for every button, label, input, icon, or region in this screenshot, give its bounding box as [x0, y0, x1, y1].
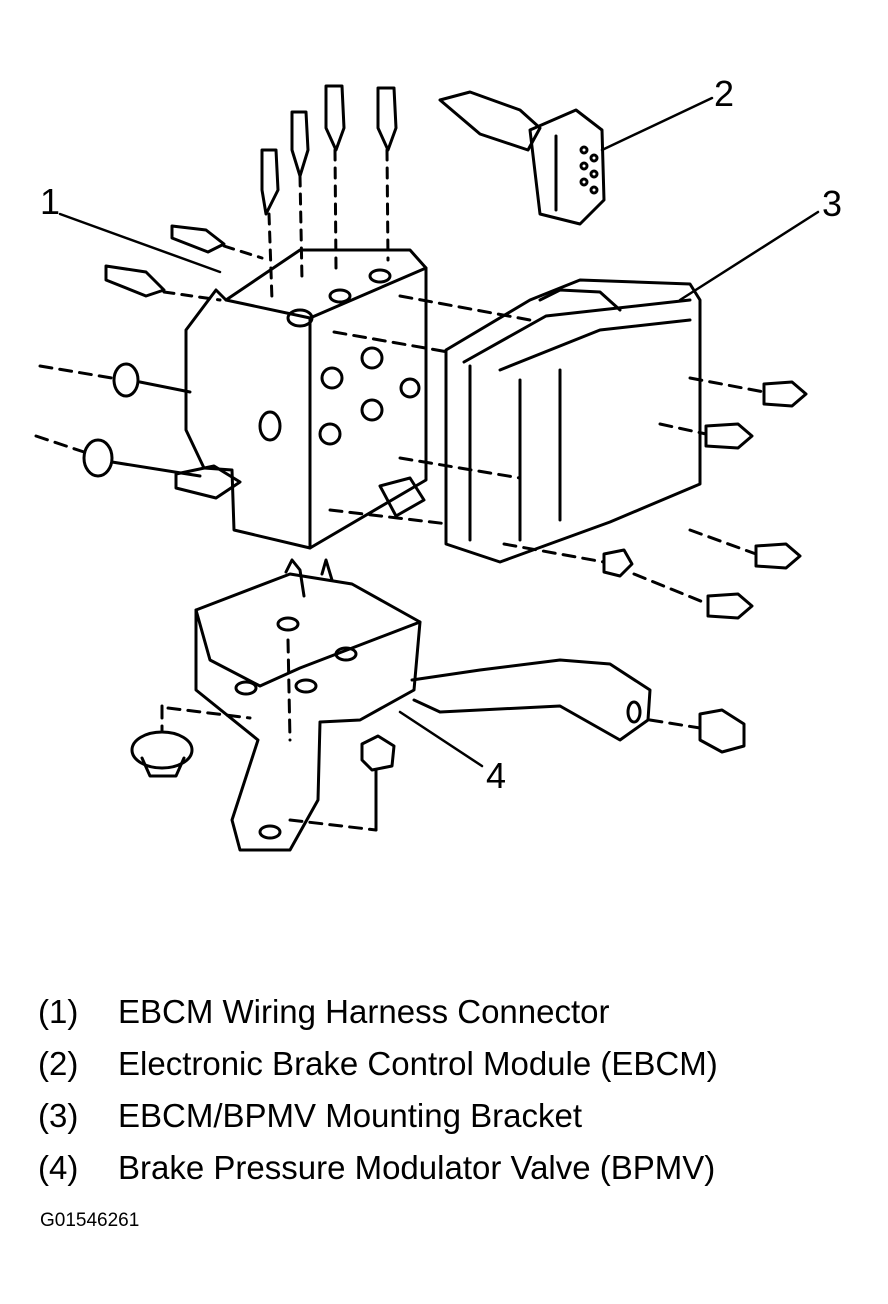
legend: (1) EBCM Wiring Harness Connector (2) El…: [38, 986, 878, 1194]
lower-fasteners: [130, 704, 746, 832]
legend-label: Brake Pressure Modulator Valve (BPMV): [118, 1149, 716, 1186]
callout-4: 4: [486, 755, 507, 796]
callout-2: 2: [714, 73, 735, 114]
figure-id: G01546261: [40, 1210, 140, 1231]
mounting-bracket: [194, 558, 652, 852]
legend-label: EBCM Wiring Harness Connector: [118, 993, 610, 1030]
legend-number: (1): [38, 993, 79, 1030]
legend-item-4: (4) Brake Pressure Modulator Valve (BPMV…: [38, 1142, 878, 1194]
legend-number: (3): [38, 1097, 79, 1134]
ebcm-module: [328, 278, 702, 564]
legend-label: Electronic Brake Control Module (EBCM): [118, 1045, 718, 1082]
callout-3: 3: [822, 183, 843, 224]
brake-line-fittings: [260, 84, 398, 302]
harness-connector: [438, 90, 606, 226]
legend-number: (2): [38, 1045, 79, 1082]
callout-leader-lines: [58, 96, 820, 768]
exploded-parts-diagram: [34, 84, 820, 852]
legend-item-2: (2) Electronic Brake Control Module (EBC…: [38, 1038, 878, 1090]
side-fittings: [104, 224, 264, 302]
bpmv-block: [174, 248, 428, 550]
legend-item-1: (1) EBCM Wiring Harness Connector: [38, 986, 878, 1038]
grommets: [34, 362, 202, 478]
mounting-screws: [502, 376, 808, 620]
legend-item-3: (3) EBCM/BPMV Mounting Bracket: [38, 1090, 878, 1142]
legend-number: (4): [38, 1149, 79, 1186]
legend-label: EBCM/BPMV Mounting Bracket: [118, 1097, 582, 1134]
callout-1: 1: [40, 181, 61, 222]
